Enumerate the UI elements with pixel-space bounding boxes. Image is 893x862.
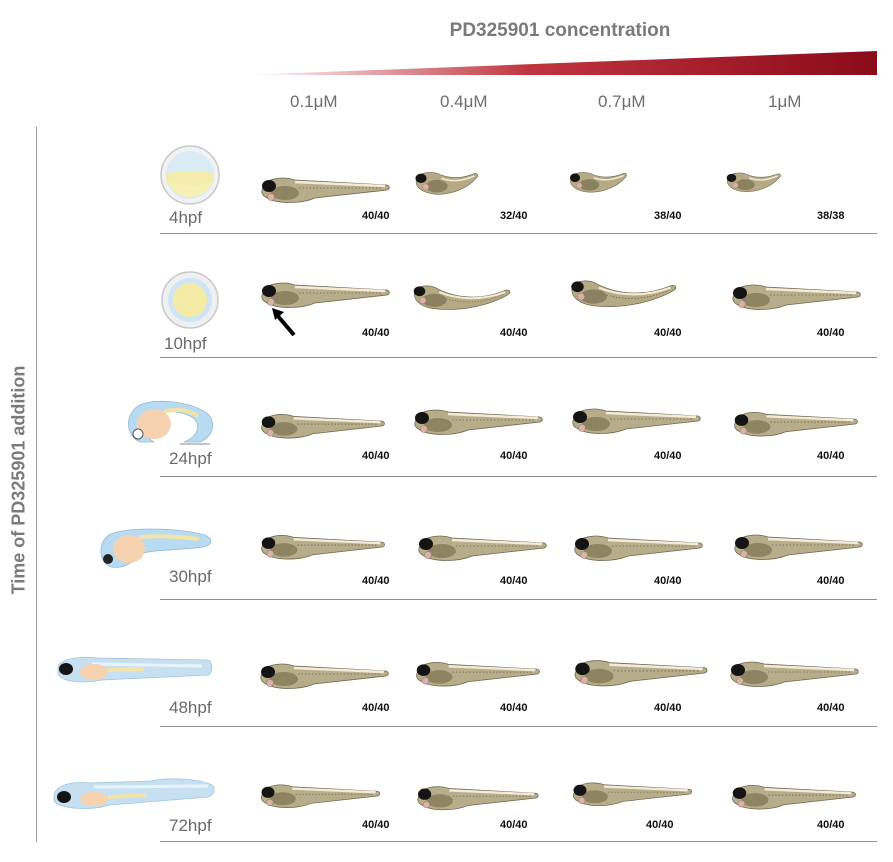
count-label: 40/40 [500, 702, 528, 714]
larva-image [255, 529, 390, 565]
count-label: 40/40 [362, 702, 390, 714]
concentration-gradient-wedge [245, 51, 877, 75]
larva-image [410, 781, 545, 815]
larva-48hpf-icon [57, 656, 213, 683]
y-axis-label: Time of PD325901 addition [8, 365, 29, 595]
row-divider [160, 726, 877, 727]
embryo-24hpf-icon [128, 401, 214, 445]
larva-image [412, 529, 552, 567]
embryo-30hpf-icon [100, 528, 212, 568]
embryo-10hpf-icon [161, 271, 219, 329]
count-label: 40/40 [654, 327, 682, 339]
count-label: 40/40 [646, 819, 674, 831]
row-divider [160, 233, 877, 234]
larva-image [728, 527, 868, 567]
concentration-label-4: 1μM [768, 92, 802, 111]
count-label: 40/40 [362, 450, 390, 462]
count-label: 40/40 [654, 575, 682, 587]
larva-image [724, 656, 864, 692]
time-label-72hpf: 72hpf [169, 816, 212, 835]
count-label: 40/40 [362, 210, 390, 222]
larva-image [568, 652, 713, 694]
count-label: 38/38 [817, 210, 845, 222]
row-divider [160, 841, 877, 842]
y-axis-line [36, 127, 37, 842]
count-label: 40/40 [817, 702, 845, 714]
count-label: 40/40 [500, 450, 528, 462]
larva-image [565, 271, 690, 315]
row-divider [160, 357, 877, 358]
count-label: 40/40 [362, 575, 390, 587]
arrow-icon [272, 308, 296, 337]
time-label-10hpf: 10hpf [164, 334, 207, 353]
larva-image [408, 277, 523, 317]
count-label: 40/40 [500, 575, 528, 587]
concentration-label-1: 0.1μM [290, 92, 338, 111]
count-label: 40/40 [817, 819, 845, 831]
count-label: 40/40 [817, 327, 845, 339]
count-label: 40/40 [500, 327, 528, 339]
time-label-24hpf: 24hpf [169, 449, 212, 468]
larva-image [255, 172, 395, 208]
count-label: 32/40 [500, 210, 528, 222]
larva-image [565, 164, 665, 200]
larva-image [255, 779, 385, 813]
concentration-label-3: 0.7μM [598, 92, 646, 111]
larva-72hpf-icon [53, 778, 215, 809]
larva-image [726, 779, 861, 815]
count-label: 40/40 [500, 819, 528, 831]
larva-image [408, 402, 548, 442]
count-label: 40/40 [654, 450, 682, 462]
larva-image [410, 656, 545, 692]
larva-image [566, 402, 706, 440]
count-label: 40/40 [362, 819, 390, 831]
count-label: 40/40 [817, 575, 845, 587]
row-divider [160, 599, 877, 600]
time-label-30hpf: 30hpf [169, 567, 212, 586]
larva-image [568, 529, 708, 567]
larva-image [567, 777, 697, 811]
larva-image [255, 408, 390, 444]
larva-image [728, 406, 863, 442]
row-divider [160, 476, 877, 477]
concentration-label-2: 0.4μM [440, 92, 488, 111]
figure-title: PD325901 concentration [449, 20, 671, 41]
larva-image [254, 658, 394, 694]
larva-image [410, 165, 520, 201]
count-label: 38/40 [654, 210, 682, 222]
embryo-4hpf-icon [160, 145, 220, 205]
count-label: 40/40 [817, 450, 845, 462]
time-label-4hpf: 4hpf [169, 208, 203, 227]
larva-image [722, 164, 817, 200]
count-label: 40/40 [362, 327, 390, 339]
count-label: 40/40 [654, 702, 682, 714]
larva-image [726, 279, 866, 315]
time-label-48hpf: 48hpf [169, 698, 212, 717]
